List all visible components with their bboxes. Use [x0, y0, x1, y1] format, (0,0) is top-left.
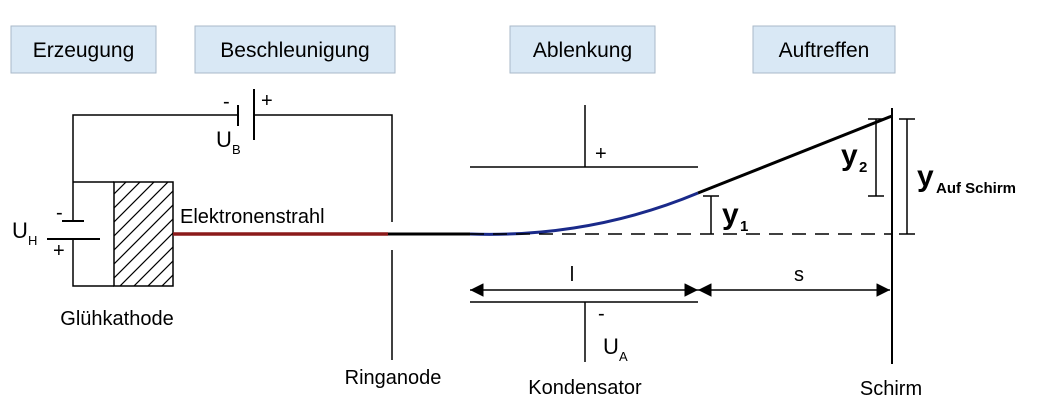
capacitor-voltage-subscript: A — [619, 349, 628, 364]
stage-box-auftreffen: Auftreffen — [752, 25, 896, 74]
gluehkathode-label: Glühkathode — [60, 308, 173, 330]
battery-ub-symbol: U — [216, 127, 232, 152]
electron-beam-to-screen — [697, 114, 893, 195]
battery-uh — [47, 220, 100, 240]
battery-ub-plus: + — [261, 90, 273, 112]
y1-symbol: y — [722, 198, 739, 231]
capacitor-voltage-symbol: U — [603, 334, 619, 359]
elektronenstrahl-label: Elektronenstrahl — [180, 206, 325, 228]
dimension-y-screen — [899, 118, 915, 235]
battery-ub-subscript: B — [232, 142, 241, 157]
capacitor-minus: - — [598, 303, 605, 325]
stage-label-auftreffen: Auftreffen — [779, 39, 870, 62]
dimension-s-label: s — [794, 264, 804, 286]
ringanode-label: Ringanode — [345, 367, 442, 389]
y2-subscript: 2 — [859, 159, 867, 176]
electron-beam-deflected — [469, 191, 699, 236]
battery-uh-subscript: H — [28, 233, 37, 248]
stage-box-erzeugung: Erzeugung — [10, 25, 157, 74]
capacitor — [470, 105, 698, 362]
stage-box-beschleunigung: Beschleunigung — [194, 25, 396, 74]
stage-label-ablenkung: Ablenkung — [533, 39, 632, 62]
battery-ub — [237, 89, 255, 140]
battery-uh-minus: - — [56, 202, 63, 224]
kondensator-label: Kondensator — [528, 377, 642, 399]
battery-uh-plus: + — [53, 240, 65, 262]
stage-label-beschleunigung: Beschleunigung — [220, 39, 369, 62]
dimension-y1 — [703, 195, 719, 234]
gluehkathode-block — [113, 181, 174, 287]
capacitor-plus: + — [595, 143, 607, 165]
stage-box-ablenkung: Ablenkung — [509, 25, 656, 74]
acceleration-circuit — [72, 114, 393, 222]
battery-uh-symbol: U — [12, 218, 28, 243]
heater-circuit — [72, 181, 114, 287]
dimension-l-label: l — [570, 264, 574, 286]
y-screen-symbol: y — [917, 160, 934, 193]
stage-label-erzeugung: Erzeugung — [33, 39, 135, 62]
y1-subscript: 1 — [740, 218, 748, 235]
dimension-y2 — [868, 118, 884, 197]
battery-ub-minus: - — [223, 91, 230, 113]
schirm-label: Schirm — [860, 378, 922, 400]
y2-symbol: y — [841, 139, 858, 172]
y-screen-subscript: Auf Schirm — [936, 180, 1016, 197]
